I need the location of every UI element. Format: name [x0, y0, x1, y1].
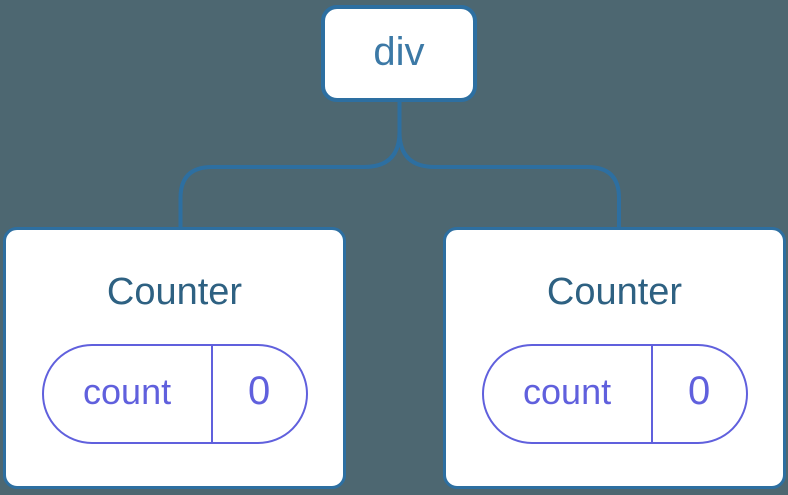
state-key-label: count	[484, 345, 653, 442]
connector-right-branch	[397, 102, 621, 229]
root-node: div	[321, 5, 477, 102]
counter-right-title: Counter	[546, 271, 683, 313]
counter-node-left: Counter count 0	[3, 227, 346, 489]
connector-left-branch	[178, 102, 402, 229]
state-value: 0	[687, 369, 711, 414]
state-value: 0	[247, 369, 271, 414]
counter-left-state-pill: count 0	[41, 343, 308, 444]
state-key-label: count	[44, 345, 213, 442]
counter-left-title: Counter	[106, 271, 243, 313]
root-node-label: div	[373, 29, 425, 74]
counter-right-state-pill: count 0	[481, 343, 748, 444]
counter-node-right: Counter count 0	[443, 227, 786, 489]
